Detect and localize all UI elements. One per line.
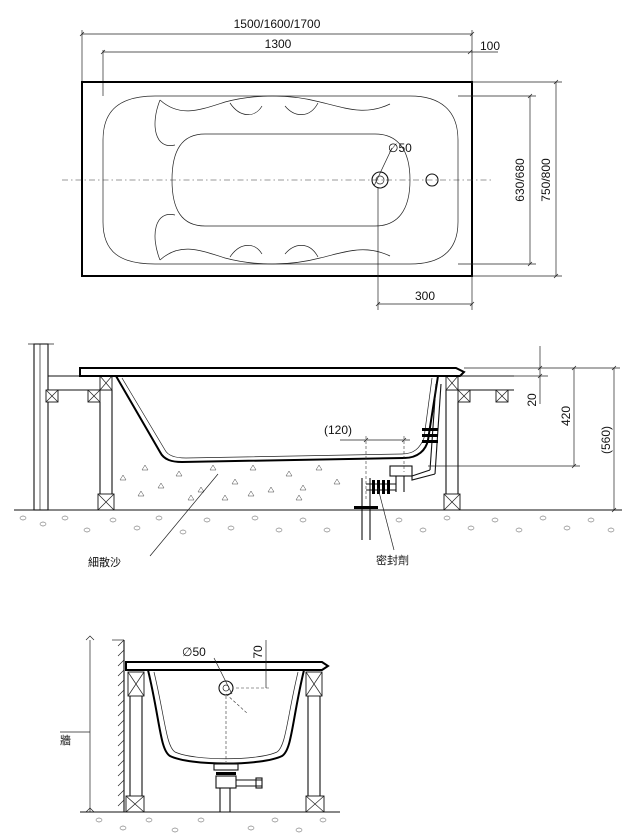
tub-bottom-pan (171, 133, 411, 227)
side-tub-body (115, 375, 439, 464)
end-drain-height-text: 70 (251, 645, 265, 659)
dim-overall-length: 1500/1600/1700 (79, 17, 475, 82)
dim-overall-length-text: 1500/1600/1700 (234, 17, 321, 31)
top-view: 1500/1600/1700 1300 100 (62, 17, 562, 310)
label-sealant: 密封劑 (376, 553, 409, 567)
dim-widths: 630/680 750/800 (458, 79, 562, 279)
tub-inner-basin (102, 95, 459, 265)
dim-total-height-text: (560) (599, 426, 613, 454)
dim-rim-text: 100 (480, 39, 500, 53)
dim-drain-offset-text: 300 (415, 289, 435, 303)
dim-tub-height-text: 420 (559, 406, 573, 426)
armrest-curves (154, 95, 391, 265)
tub-outer-rim (81, 81, 473, 277)
end-ground-gravel (95, 817, 327, 833)
end-drain-diameter-text: ∅50 (182, 645, 206, 659)
drain-icon (371, 147, 393, 189)
label-sand: 細散沙 (88, 555, 121, 569)
end-tub-basin (147, 669, 305, 765)
sealant-leader-line (377, 487, 395, 551)
end-diameter-leader (213, 657, 233, 695)
left-wall-post (28, 343, 54, 511)
end-support-posts (125, 671, 325, 813)
dim-inner-length-text: 1300 (265, 37, 292, 51)
dim-rim-height-text: 20 (525, 393, 539, 407)
end-view: 牆 ∅50 70 (60, 635, 340, 833)
overflow-icon (425, 173, 439, 187)
dim-inner-length: 1300 100 (100, 37, 500, 96)
support-frame-right (443, 375, 514, 511)
support-frame-left (45, 375, 115, 511)
end-drain-fitting (213, 696, 263, 812)
dim-heights: 20 420 (560) (428, 346, 620, 513)
sand-fill (119, 464, 341, 501)
label-wall: 牆 (60, 733, 71, 747)
ground-gravel (19, 515, 615, 535)
overflow-pipe (411, 383, 442, 481)
dim-drain-spacing-text: (120) (324, 423, 352, 437)
dim-drain-spacing: (120) (324, 423, 410, 500)
sand-leader-line (149, 473, 219, 557)
dim-inner-width-text: 630/680 (513, 158, 527, 202)
top-drain-diameter-text: ∅50 (388, 141, 412, 155)
side-tub-rim (79, 367, 466, 377)
end-wall: 牆 (60, 635, 125, 813)
end-overflow-icon (218, 680, 234, 696)
dim-drain-offset: 300 (375, 188, 475, 310)
side-view: (120) 20 420 (560) (14, 343, 622, 569)
drain-assembly (354, 465, 413, 540)
end-tub-rim (125, 661, 330, 671)
dim-overall-width-text: 750/800 (539, 158, 553, 202)
